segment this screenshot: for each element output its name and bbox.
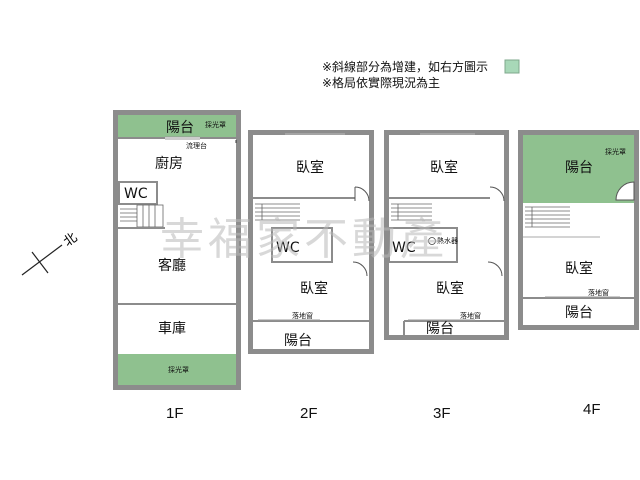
1f-skylight-area [118,354,236,385]
3f-floor-label: 3F [433,405,451,422]
2f-stair [255,203,300,221]
3f-bedroom-main-label: 臥室 [436,280,464,297]
1f-wc-label: WC [124,186,148,202]
3f-stair [391,203,432,221]
4f-balcony-top-label: 陽台 [565,160,593,176]
2f-bedroom-top-label: 臥室 [296,159,324,176]
1f-wc-room [118,181,158,205]
1f-balcony-label: 陽台 [166,120,194,136]
1f-balcony-area [118,115,236,137]
4f-skylight-label: 採光罩 [605,147,626,156]
1f-skylight-top-label: 採光罩 [205,120,226,129]
3f-balcony-label: 陽台 [426,321,454,337]
2f-wc-room [271,227,333,263]
2f-floor-label: 2F [300,405,318,422]
1f-skylight-bottom-label: 採光罩 [168,365,189,374]
floor-2f: 臥室 WC 臥室 落地窗 陽台 2F [248,130,374,422]
4f-stair [525,206,570,228]
1f-stair [120,204,164,228]
4f-window-label: 落地窗 [588,288,609,297]
1f-sink-label: 流理台 [186,141,207,150]
floor-3f: 臥室 WC 熱水器 臥室 落地窗 陽台 3F [384,130,509,422]
3f-bedroom-top-label: 臥室 [430,159,458,176]
3f-wc-room [388,227,458,263]
north-compass: 北 [21,230,80,276]
1f-living-label: 客廳 [158,257,186,274]
addition-legend-swatch [504,59,520,74]
2f-bedroom-main-label: 臥室 [300,280,328,297]
3f-wc-label: WC [392,240,416,256]
4f-floor-label: 4F [583,401,601,418]
floor-4f: 陽台 採光罩 臥室 落地窗 陽台 4F [518,130,639,418]
3f-window-label: 落地窗 [460,311,481,320]
note-layout: ※格局依實際現況為主 [322,75,440,90]
1f-garage-label: 車庫 [158,320,186,337]
floor-1f: 陽台 採光罩 流理台 廚房 WC 客廳 車庫 採光罩 1F [113,110,241,422]
4f-balcony-top-area [523,135,634,203]
agency-watermark: 幸福家不動產 [160,214,448,265]
4f-balcony-bottom-label: 陽台 [565,305,593,321]
1f-kitchen-label: 廚房 [155,155,183,172]
2f-balcony-label: 陽台 [284,333,312,349]
compass-north-label: 北 [61,230,80,250]
note-addition: ※斜線部分為增建，如右方圖示 [322,59,488,74]
3f-water-heater-label: 熱水器 [437,236,458,245]
2f-wc-label: WC [276,240,300,256]
4f-bedroom-label: 臥室 [565,260,593,277]
water-heater-icon [428,237,436,245]
1f-floor-label: 1F [166,405,184,422]
2f-window-label: 落地窗 [292,311,313,320]
